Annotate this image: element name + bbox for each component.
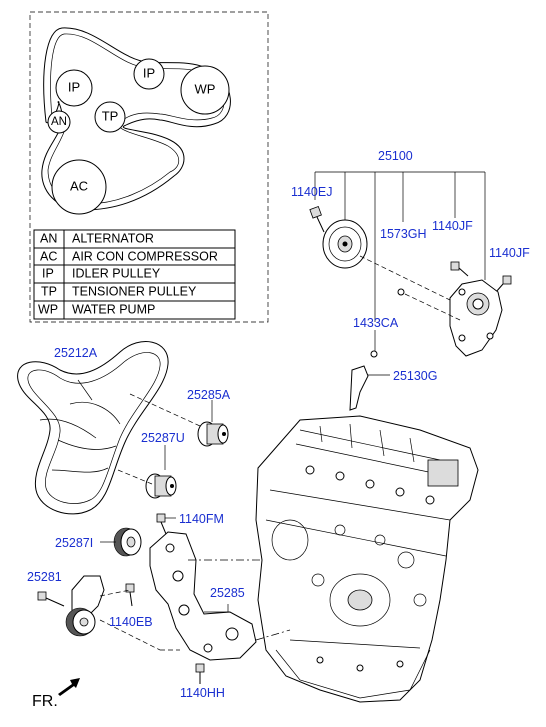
- legend-name-an: ALTERNATOR: [72, 231, 154, 245]
- part-number-25130g: 25130G: [393, 369, 437, 383]
- bolt-1140ej: [309, 206, 325, 233]
- part-number-1573gh: 1573GH: [380, 227, 427, 241]
- inset-idler-pulley-1: [55, 69, 93, 107]
- part-number-25281: 25281: [27, 570, 62, 584]
- inset-idler-pulley-2: [133, 58, 165, 90]
- inset-tensioner-pulley: [94, 101, 126, 133]
- inset-aircon-pulley: [51, 159, 107, 215]
- part-number-25287u: 25287U: [141, 431, 185, 445]
- inset-label-ip-1: IP: [68, 79, 80, 94]
- water-pump-body: [449, 279, 503, 357]
- inset-label-ip-2: IP: [143, 65, 155, 80]
- bolt-1140eb: [125, 583, 135, 607]
- part-number-1140fm: 1140FM: [179, 512, 224, 526]
- legend-name-ac: AIR CON COMPRESSOR: [72, 249, 218, 263]
- legend-code-tp: TP: [41, 284, 57, 298]
- bolt-1140jf-b: [495, 275, 512, 293]
- part-number-1140jf-b: 1140JF: [489, 246, 530, 260]
- part-number-25285a: 25285A: [187, 388, 231, 402]
- inset-water-pump-pulley: [180, 65, 230, 115]
- inset-label-ac: AC: [70, 178, 88, 193]
- belt-outer: [17, 341, 169, 515]
- legend-name-wp: WATER PUMP: [72, 302, 155, 316]
- tensioner-assembly: [37, 513, 291, 684]
- part-number-25212a: 25212A: [54, 346, 98, 360]
- part-number-1140hh: 1140HH: [180, 686, 225, 700]
- engine-block: [255, 415, 479, 703]
- part-number-25285: 25285: [210, 586, 245, 600]
- bolt-1140fm: [156, 513, 176, 535]
- bolt-1140jf-a: [450, 261, 469, 277]
- belt-routing-outer: [41, 27, 231, 211]
- inset-label-wp: WP: [195, 81, 216, 96]
- idler-pulley-25285a: [129, 393, 229, 447]
- part-number-1433ca: 1433CA: [353, 316, 399, 330]
- legend-code-wp: WP: [38, 302, 58, 316]
- water-pump-group: 25100 1140EJ 1573GH 1140JF 1140JF 1433CA…: [291, 149, 530, 411]
- belt-routing-inset: IP AN IP WP TP AC AN ALTERNATOR AC AIR C…: [29, 11, 269, 323]
- legend-code-ip: IP: [42, 266, 54, 280]
- legend-name-ip: IDLER PULLEY: [72, 266, 161, 280]
- inset-alternator-pulley: [47, 110, 71, 134]
- part-number-1140eb: 1140EB: [109, 615, 153, 629]
- washer-1433ca: [370, 350, 378, 358]
- idler-pulley-25287u: [117, 445, 177, 499]
- inset-label-an: AN: [51, 116, 67, 128]
- bolt-1140hh: [195, 663, 205, 684]
- legend-table: AN ALTERNATOR AC AIR CON COMPRESSOR IP I…: [33, 229, 236, 320]
- belt-inner: [27, 352, 161, 504]
- legend-code-an: AN: [40, 231, 57, 245]
- front-direction-indicator: FR.: [32, 678, 80, 710]
- part-number-25287i: 25287I: [55, 536, 93, 550]
- legend-code-ac: AC: [40, 249, 57, 263]
- front-label: FR.: [32, 693, 58, 710]
- part-number-25100: 25100: [378, 149, 413, 163]
- washer-1573gh: [397, 288, 405, 296]
- part-number-1140ej: 1140EJ: [291, 185, 332, 199]
- gasket-25130g: [349, 365, 369, 411]
- legend-name-tp: TENSIONER PULLEY: [72, 284, 197, 298]
- part-number-1140jf-a: 1140JF: [432, 219, 473, 233]
- inset-frame: [29, 11, 269, 323]
- front-arrow-icon: [58, 678, 80, 696]
- drive-belt-25212a: [17, 341, 169, 515]
- inset-label-tp: TP: [102, 108, 119, 123]
